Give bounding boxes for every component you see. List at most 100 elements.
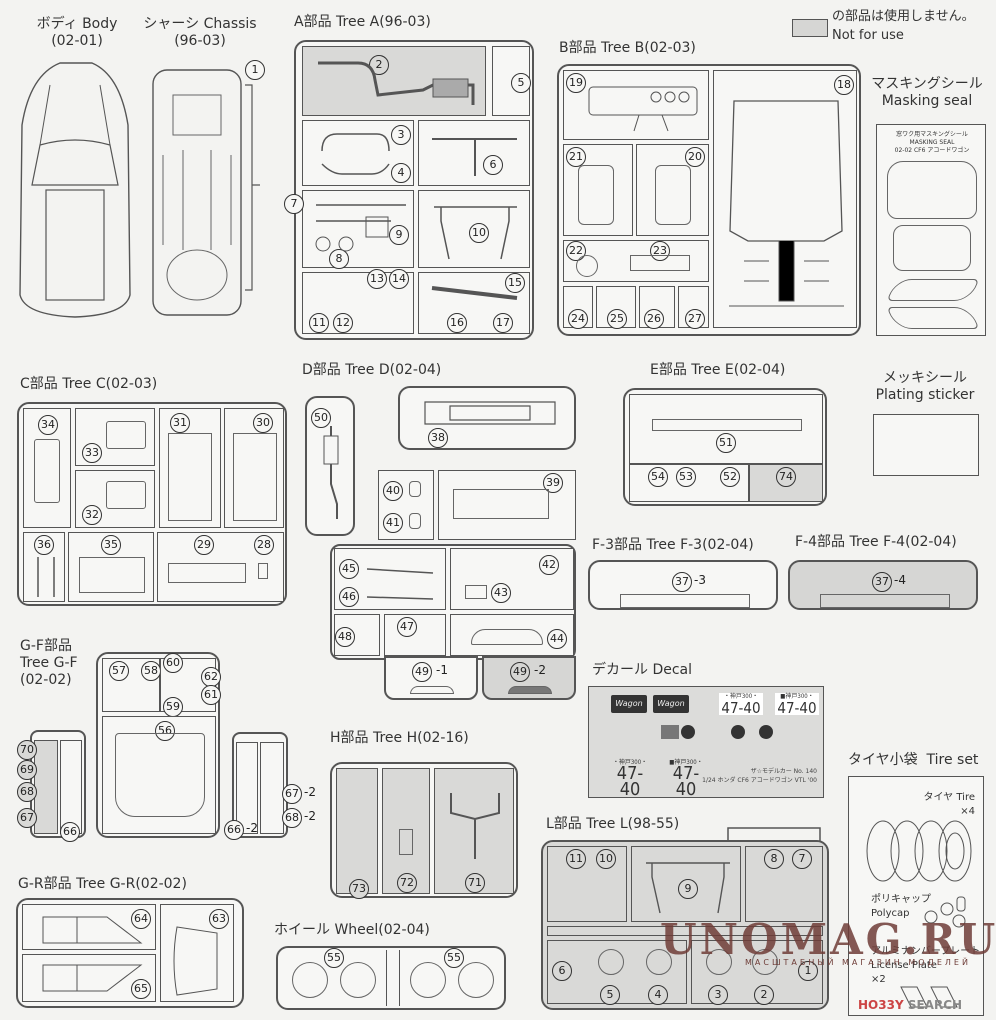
tree-a-cell-15-17: 15 16 17 <box>418 272 530 334</box>
tree-d-title: D部品 Tree D(02-04) <box>302 362 442 378</box>
decal-emblem <box>681 725 695 739</box>
chassis-drawing <box>152 69 260 316</box>
tree-gr-frame: 64 65 63 <box>16 898 244 1008</box>
tree-c-cell-35: 35 <box>68 532 154 602</box>
tree-b-cell-27: 27 <box>678 286 709 329</box>
bumper-part <box>620 594 750 608</box>
tree-d-frame-lower: 45 46 42 43 48 47 44 <box>330 544 576 660</box>
part-number-62: 62 <box>201 667 221 687</box>
part-number-67-2: 67 <box>282 784 302 804</box>
part-number-45: 45 <box>339 559 359 579</box>
decal-badge-2: Wagon <box>653 695 689 713</box>
hood-part <box>115 733 205 817</box>
tree-c-cell-32: 32 <box>75 470 155 528</box>
tree-l-frame: 11 10 9 8 7 6 5 4 3 2 1 <box>541 840 829 1010</box>
brake-disc-part <box>706 949 732 975</box>
part-number-66: 66 <box>60 822 80 842</box>
decal-emblem <box>731 725 745 739</box>
part-number-24: 24 <box>568 309 588 329</box>
part-number-9: 9 <box>389 225 409 245</box>
part-number-5: 5 <box>511 73 531 93</box>
decal-plate-number: 47-40 <box>721 699 761 717</box>
tree-h-cell-72: 72 <box>382 768 430 894</box>
tree-b-cell-25: 25 <box>596 286 636 329</box>
tree-gf-title-line3: (02-02) <box>20 672 72 688</box>
tree-gf-cell-57-58: 57 58 <box>102 658 161 712</box>
part-number-3: 3 <box>708 985 728 1005</box>
masking-seal-sheet: 窓ワク用マスキングシール MASKING SEAL 02-02 CF6 アコード… <box>876 124 986 336</box>
part-number-2: 2 <box>754 985 774 1005</box>
part-number-15: 15 <box>505 273 525 293</box>
part-number-40: 40 <box>383 481 403 501</box>
tree-l-cell-1-3: 3 2 1 <box>691 940 823 1005</box>
part-number-5: 5 <box>600 985 620 1005</box>
tree-d-cell-45-46: 45 46 <box>334 548 446 610</box>
tree-b-frame: 19 21 20 22 23 24 25 26 27 18 <box>557 64 861 336</box>
plating-sticker-sheet <box>873 414 979 476</box>
part-number-23: 23 <box>650 241 670 261</box>
body-code: (02-01) <box>51 33 103 49</box>
part-number-68-2: 68 <box>282 808 302 828</box>
seat-part <box>578 165 614 225</box>
tree-b-cell-21: 21 <box>563 144 633 236</box>
part-number-44: 44 <box>547 629 567 649</box>
chassis-code: (96-03) <box>174 33 226 49</box>
window-part <box>42 916 143 944</box>
decal-title: デカール Decal <box>592 662 693 678</box>
part-number-43: 43 <box>491 583 511 603</box>
tire-label: タイヤ Tire×4 <box>909 791 975 819</box>
stabilizer-bars <box>321 133 390 175</box>
part-number-7: 7 <box>792 849 812 869</box>
part-number-55: 55 <box>444 948 464 968</box>
part-suffix-49-1: -1 <box>436 663 448 677</box>
part-number-18: 18 <box>834 75 854 95</box>
chassis-title-en: Chassis <box>203 16 257 32</box>
part-number-54: 54 <box>648 467 668 487</box>
part-number-74: 74 <box>776 467 796 487</box>
part-number-73: 73 <box>349 879 369 899</box>
part-number-6: 6 <box>552 961 572 981</box>
decal-plate-1: ・神戸300・47-40 <box>719 693 763 717</box>
part-number-29: 29 <box>194 535 214 555</box>
part-number-1-l: 1 <box>798 961 818 981</box>
mirror-part <box>409 513 421 529</box>
tree-d-cell-42-43: 42 43 <box>450 548 574 610</box>
tree-gr-cell-63: 63 <box>160 904 234 1002</box>
masking-seal-sheet-sub2: 02-02 CF6 アコードワゴン <box>894 147 970 154</box>
tree-c-cell-36: 36 <box>23 532 65 602</box>
tree-f3-frame: 37 -3 <box>588 560 778 610</box>
tire-drawing <box>866 820 972 882</box>
tree-b-cell-18: 18 <box>713 70 857 328</box>
wheel-frame: 55 55 <box>276 946 506 1010</box>
license-plate-qty: ×2 <box>871 974 886 985</box>
part-number-4: 4 <box>648 985 668 1005</box>
part-number-21: 21 <box>566 147 586 167</box>
tree-gf-cell-66-2 <box>236 742 258 834</box>
decal-plate-number: 47-40 <box>777 699 817 717</box>
license-plate-en: License Plate <box>871 960 937 971</box>
tree-d-frame-left: 50 <box>305 396 355 536</box>
struts-part <box>37 557 55 597</box>
decal-footer-line1: ザ☆モデルカー No. 140 <box>750 768 817 775</box>
part-suffix-68-2: -2 <box>304 809 316 823</box>
chassis-title: シャーシ Chassis (96-03) <box>135 16 265 50</box>
part-number-9: 9 <box>678 879 698 899</box>
tree-c-cell-31: 31 <box>159 408 221 528</box>
wheel-part <box>458 962 494 998</box>
tree-gr-title: G-R部品 Tree G-R(02-02) <box>18 876 187 892</box>
part-number-17: 17 <box>493 313 513 333</box>
tree-gf-right <box>232 732 288 838</box>
part-suffix-37-3: -3 <box>694 573 706 587</box>
exhaust-center-part <box>431 286 518 300</box>
part-number-38: 38 <box>428 428 448 448</box>
part-number-65: 65 <box>131 979 151 999</box>
tree-c-cell-34: 34 <box>23 408 71 528</box>
tree-d-cell-49-1: 49 -1 <box>384 656 478 700</box>
masking-seal-sheet-title: 窓ワク用マスキングシール MASKING SEAL 02-02 CF6 アコード… <box>877 131 987 155</box>
part-number-69: 69 <box>17 760 37 780</box>
tree-gr-cell-64: 64 <box>22 904 156 950</box>
tree-gr-cell-65: 65 <box>22 954 156 1002</box>
part-number-11: 11 <box>566 849 586 869</box>
decal-emblem <box>759 725 773 739</box>
